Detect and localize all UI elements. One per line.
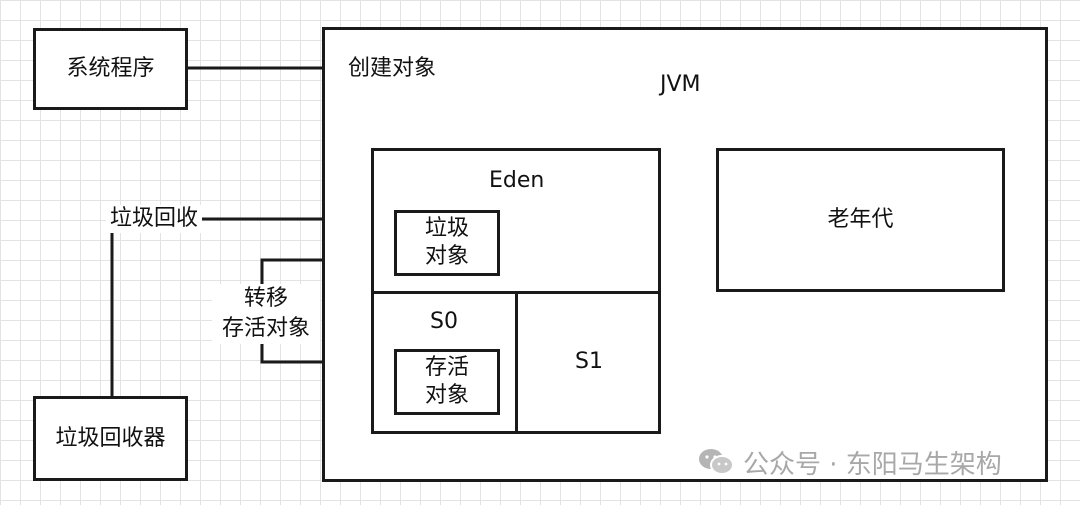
gc-label: 垃圾回收器 <box>55 425 166 451</box>
move-live-label: 转移 存活对象 <box>212 284 320 344</box>
move-live-line2: 存活对象 <box>221 316 310 341</box>
garbage-object-line1: 垃圾 <box>424 216 469 241</box>
s1-box <box>515 291 661 434</box>
live-object-box: 存活 对象 <box>394 349 500 415</box>
old-gen-box: 老年代 <box>716 148 1005 292</box>
create-object-label: 创建对象 <box>344 55 441 83</box>
old-gen-label: 老年代 <box>827 207 894 232</box>
move-live-line1: 转移 <box>243 286 288 311</box>
system-program-box: 系统程序 <box>33 28 188 110</box>
watermark: 公众号 · 东阳马生架构 <box>697 442 1002 482</box>
jvm-label: JVM <box>660 72 701 97</box>
s0-label: S0 <box>430 309 458 334</box>
live-object-line1: 存活 <box>424 355 469 380</box>
gc-box: 垃圾回收器 <box>33 396 188 481</box>
garbage-object-line2: 对象 <box>424 244 469 269</box>
live-object-line2: 对象 <box>424 383 469 408</box>
s1-label: S1 <box>575 349 603 374</box>
garbage-object-box: 垃圾 对象 <box>394 210 500 276</box>
eden-label: Eden <box>489 168 545 193</box>
watermark-text: 公众号 · 东阳马生架构 <box>743 449 1002 480</box>
wechat-icon <box>699 449 734 475</box>
system-program-label: 系统程序 <box>66 56 155 81</box>
gc-collect-label: 垃圾回收 <box>106 205 203 233</box>
